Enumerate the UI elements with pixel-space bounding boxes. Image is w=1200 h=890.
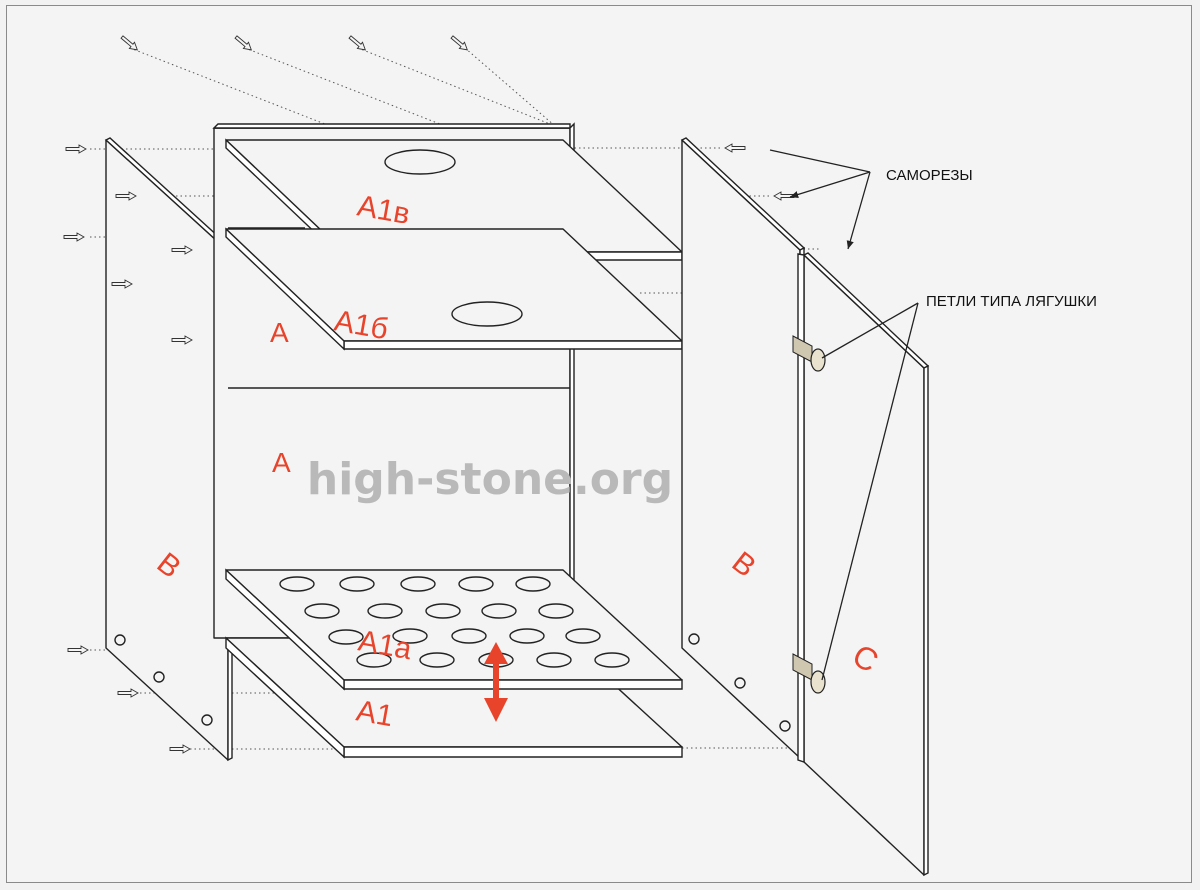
pocket-hole <box>367 603 403 619</box>
double-arrow-vertical-icon <box>484 642 508 722</box>
right-side-hole <box>734 677 746 689</box>
callout-screws: САМОРЕЗЫ <box>886 167 973 184</box>
screw-arrow-icon <box>773 191 795 201</box>
screw-arrow-icon <box>65 144 87 154</box>
screws-callout-lines <box>769 149 871 250</box>
pocket-hole <box>536 652 572 668</box>
screw-arrow-icon <box>111 279 133 289</box>
screw-arrow-icon <box>120 35 139 51</box>
pocket-hole <box>328 629 364 645</box>
screw-arrow-icon <box>115 191 137 201</box>
pocket-hole <box>481 603 517 619</box>
pocket-hole <box>451 628 487 644</box>
label-bottom: A1 <box>354 694 396 733</box>
hinge-lower <box>792 653 826 694</box>
pocket-hole <box>458 576 494 592</box>
pocket-hole <box>509 628 545 644</box>
hinges-callout-lines <box>821 302 919 681</box>
top-shelf-hole <box>384 149 456 175</box>
right-side-hole <box>779 720 791 732</box>
left-side-panel <box>104 137 234 762</box>
upper-shelf-hole <box>451 301 523 327</box>
watermark: high-stone.org <box>307 454 673 505</box>
callout-hinges: ПЕТЛИ ТИПА ЛЯГУШКИ <box>926 293 1097 310</box>
screw-arrow-icon <box>171 245 193 255</box>
pocket-hole <box>392 628 428 644</box>
screw-arrow-icon <box>724 143 746 153</box>
left-side-hole <box>153 671 165 683</box>
left-side-hole <box>114 634 126 646</box>
right-side-panel <box>680 137 806 760</box>
pocket-hole <box>279 576 315 592</box>
right-side-hole <box>688 633 700 645</box>
screw-arrow-icon <box>63 232 85 242</box>
pocket-hole <box>565 628 601 644</box>
pocket-hole <box>594 652 630 668</box>
label-back-panel: A <box>272 447 291 478</box>
screw-arrow-icon <box>67 645 89 655</box>
pocket-hole <box>400 576 436 592</box>
left-side-hole <box>201 714 213 726</box>
pocket-hole <box>538 603 574 619</box>
label-back-panel-upper: A <box>270 317 289 348</box>
upper-shelf <box>225 227 683 351</box>
pocket-hole <box>304 603 340 619</box>
pocket-hole <box>515 576 551 592</box>
screw-arrow-icon <box>234 35 253 51</box>
pocket-hole <box>425 603 461 619</box>
screw-arrow-icon <box>169 744 191 754</box>
pocket-hole <box>356 652 392 668</box>
screw-arrow-icon <box>171 335 193 345</box>
screw-arrow-icon <box>450 35 469 51</box>
screw-arrow-icon <box>117 688 139 698</box>
pocket-hole <box>419 652 455 668</box>
door-panel <box>797 252 930 877</box>
hinge-upper <box>792 335 826 372</box>
pocket-hole <box>339 576 375 592</box>
screw-arrow-icon <box>348 35 367 51</box>
